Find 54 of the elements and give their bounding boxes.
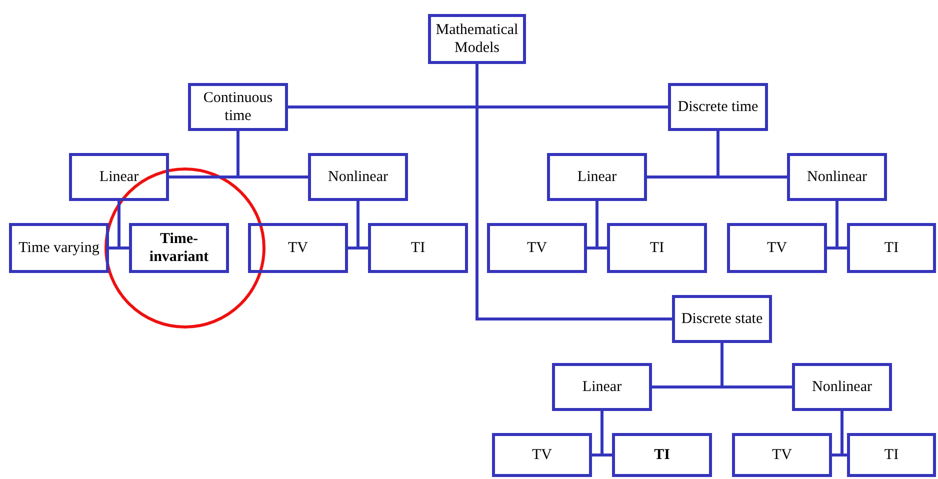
category-label: TI [884, 239, 899, 257]
category-box [612, 433, 712, 477]
category-box [492, 433, 592, 477]
category-box [727, 223, 827, 273]
category-label: Continuous time [202, 89, 274, 125]
category-label: Mathematical Models [435, 21, 519, 57]
connector-line [840, 411, 847, 456]
category-box [847, 223, 936, 273]
category-box [188, 83, 288, 131]
category-label: Nonlinear [812, 378, 872, 396]
connector-line [836, 201, 847, 250]
category-box [129, 223, 229, 273]
category-box [308, 153, 408, 201]
category-label: TI [410, 239, 426, 257]
category-box [552, 363, 652, 411]
connector-line [118, 201, 129, 250]
category-label: Discrete state [681, 310, 763, 328]
category-label: Linear [99, 168, 139, 186]
category-box [368, 223, 468, 273]
category-label: TI [654, 446, 670, 464]
category-label: Time-invariant [148, 230, 210, 266]
category-box [607, 223, 707, 273]
category-label: Nonlinear [807, 168, 867, 186]
category-box [547, 153, 647, 201]
connector-line [720, 343, 792, 388]
category-box [732, 433, 832, 477]
category-box [792, 363, 892, 411]
category-box [668, 83, 768, 131]
category-label: Linear [582, 378, 622, 396]
connector-line [600, 411, 612, 456]
category-label: Discrete time [678, 98, 758, 116]
category-label: Nonlinear [328, 168, 388, 186]
category-box [672, 295, 772, 343]
category-label: Time varying [18, 239, 100, 257]
category-box [847, 433, 936, 477]
connector-line [476, 64, 672, 320]
category-label: TV [772, 446, 792, 464]
category-box [248, 223, 348, 273]
category-box [69, 153, 169, 201]
connector-line [236, 131, 308, 178]
category-label: TV [527, 239, 547, 257]
category-label: Linear [577, 168, 617, 186]
category-box [9, 223, 109, 273]
connector-line [596, 201, 607, 250]
category-label: TI [650, 239, 664, 257]
connector-line [716, 131, 787, 178]
category-label: TV [767, 239, 787, 257]
category-box [787, 153, 887, 201]
category-box [428, 14, 526, 64]
connector-line [356, 201, 368, 250]
category-label: TV [532, 446, 552, 464]
category-box [487, 223, 587, 273]
category-label: TI [884, 446, 899, 464]
category-label: TV [288, 239, 308, 257]
